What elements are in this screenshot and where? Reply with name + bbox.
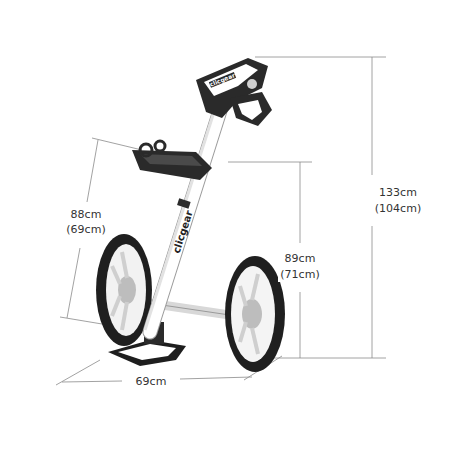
dimension-label: (71cm) (278, 268, 321, 281)
cart-frame (145, 96, 224, 332)
dimension-label: 89cm (283, 252, 318, 265)
dimension-label: 69cm (134, 375, 169, 388)
dimension-label: (69cm) (64, 223, 107, 236)
scorecard-console (132, 141, 212, 180)
dimension-label: 88cm (69, 208, 104, 221)
right-wheel (225, 256, 285, 372)
dimension-lines (56, 57, 386, 385)
dimension-label: (104cm) (373, 202, 423, 215)
dimension-label: 133cm (377, 186, 419, 199)
handle-assembly (196, 58, 272, 126)
